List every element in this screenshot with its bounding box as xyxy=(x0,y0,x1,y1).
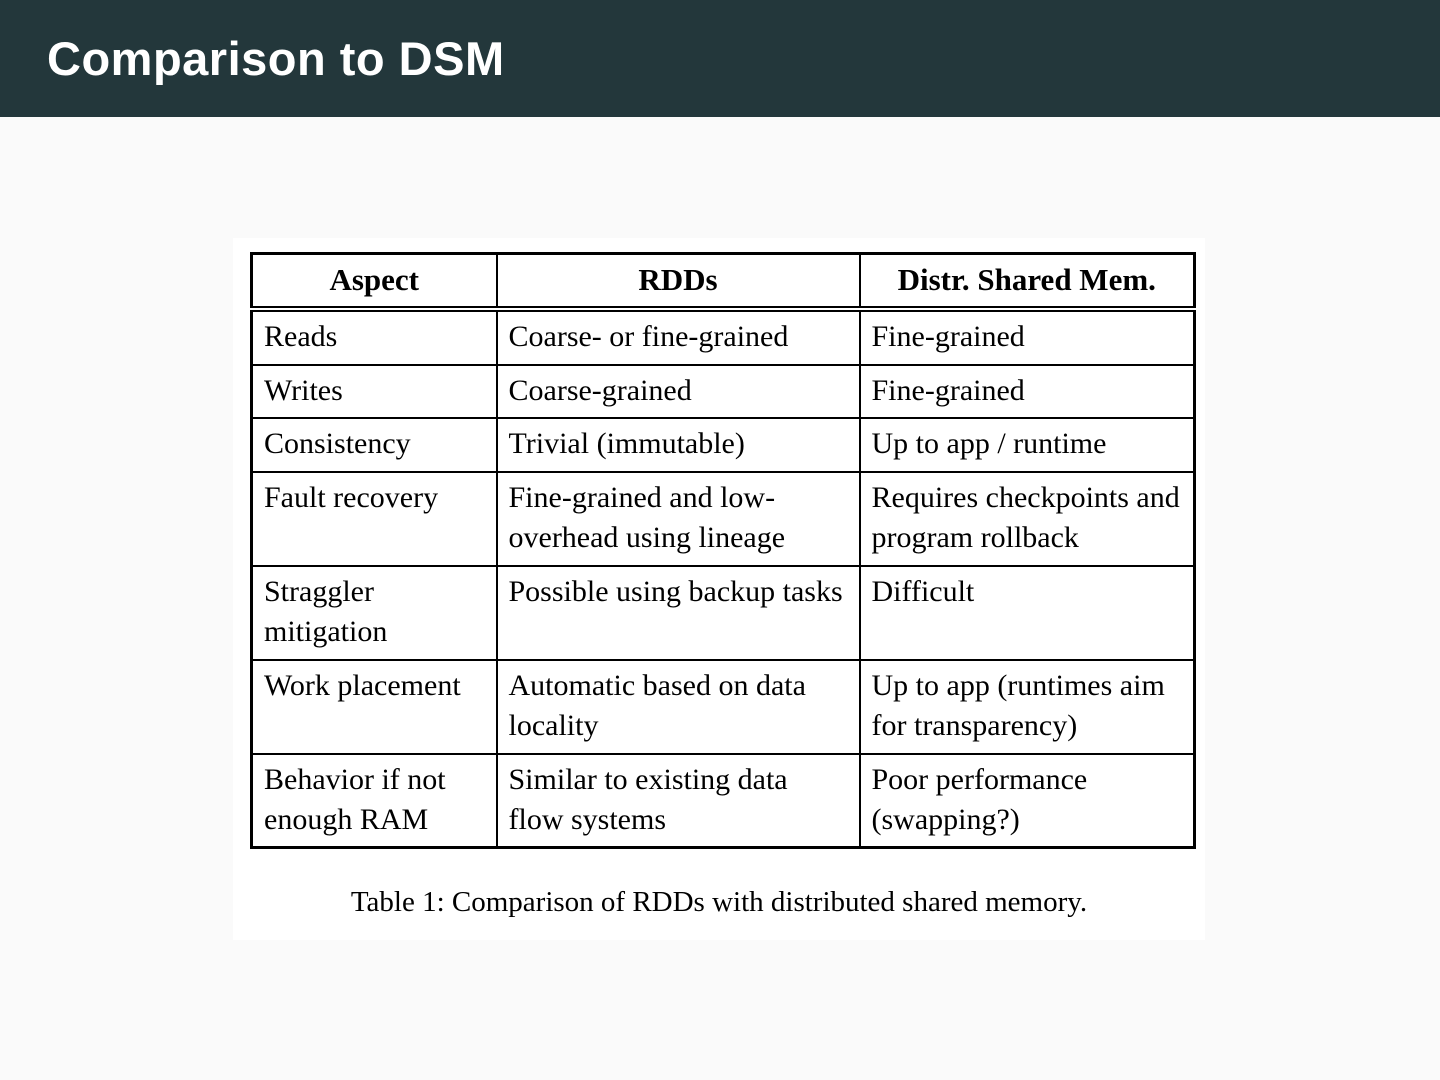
column-header-rdds: RDDs xyxy=(495,252,861,312)
table-cell: Poor performance (swapping?) xyxy=(858,752,1196,849)
table-cell: Requires checkpoints and program rollbac… xyxy=(858,471,1196,568)
slide-title-bar: Comparison to DSM xyxy=(0,0,1440,117)
table-cell: Up to app / runtime xyxy=(858,417,1196,474)
column-header-dsm: Distr. Shared Mem. xyxy=(858,252,1196,312)
table-cell: Writes xyxy=(250,363,498,420)
slide-content: Aspect RDDs Distr. Shared Mem. Reads Coa… xyxy=(0,117,1440,1080)
table-cell: Behavior if not enough RAM xyxy=(250,752,498,849)
table-row-reads: Reads Coarse- or fine-grained Fine-grain… xyxy=(250,307,1196,366)
table-caption: Table 1: Comparison of RDDs with distrib… xyxy=(350,886,1088,918)
column-header-aspect: Aspect xyxy=(250,252,498,312)
table-cell: Similar to existing data flow systems xyxy=(495,752,861,849)
table-cell: Fine-grained and low-overhead using line… xyxy=(495,471,861,568)
table-cell: Possible using backup tasks xyxy=(495,565,861,661)
table-cell: Fine-grained xyxy=(858,363,1196,420)
table-cell: Straggler mitigation xyxy=(250,565,498,661)
table-cell: Fault recovery xyxy=(250,471,498,568)
table-cell: Fine-grained xyxy=(858,307,1196,366)
table-row-ram-behavior: Behavior if not enough RAM Similar to ex… xyxy=(250,752,1196,849)
table-cell: Up to app (runtimes aim for transparency… xyxy=(858,658,1196,755)
table-cell: Consistency xyxy=(250,417,498,474)
table-row-fault-recovery: Fault recovery Fine-grained and low-over… xyxy=(250,471,1196,568)
table-cell: Coarse-grained xyxy=(495,363,861,420)
table-header-row: Aspect RDDs Distr. Shared Mem. xyxy=(250,252,1196,312)
table-row-work-placement: Work placement Automatic based on data l… xyxy=(250,658,1196,755)
table-figure: Aspect RDDs Distr. Shared Mem. Reads Coa… xyxy=(233,238,1205,940)
table-cell: Coarse- or fine-grained xyxy=(495,307,861,366)
table-cell: Difficult xyxy=(858,565,1196,661)
table-row-writes: Writes Coarse-grained Fine-grained xyxy=(250,363,1196,420)
comparison-table: Aspect RDDs Distr. Shared Mem. Reads Coa… xyxy=(250,252,1196,850)
table-cell: Trivial (immutable) xyxy=(495,417,861,474)
table-cell: Work placement xyxy=(250,658,498,755)
slide-title: Comparison to DSM xyxy=(47,32,505,85)
table-row-straggler-mitigation: Straggler mitigation Possible using back… xyxy=(250,565,1196,661)
table-cell: Reads xyxy=(250,307,498,366)
table-row-consistency: Consistency Trivial (immutable) Up to ap… xyxy=(250,417,1196,474)
table-cell: Automatic based on data locality xyxy=(495,658,861,755)
